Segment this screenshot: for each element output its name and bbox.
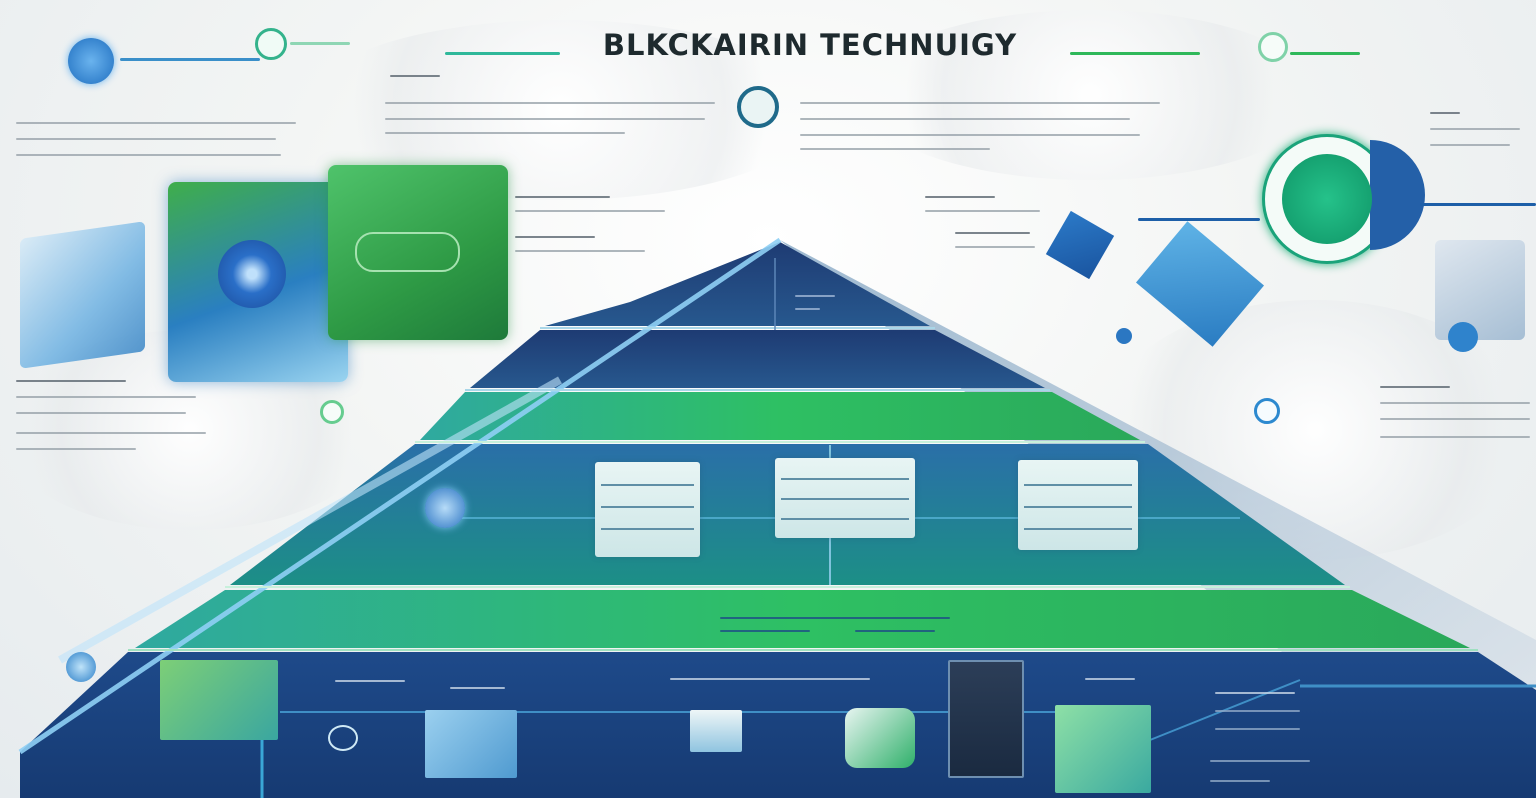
pyramid-edge <box>18 237 782 755</box>
text-line <box>925 196 995 198</box>
text-line <box>515 250 645 252</box>
block-panel <box>1055 705 1151 793</box>
text-line <box>1215 710 1300 712</box>
block-panel <box>425 710 517 778</box>
link-node-icon <box>1254 398 1280 424</box>
text-line <box>16 432 206 434</box>
connector-line <box>1290 52 1360 55</box>
text-line <box>16 122 296 124</box>
text-line <box>800 118 1130 120</box>
panel-row <box>1024 528 1132 530</box>
text-line <box>16 412 186 414</box>
block-panel <box>775 458 915 538</box>
link-node-icon <box>1258 32 1288 62</box>
panel-row <box>1024 484 1132 486</box>
text-line <box>720 630 810 632</box>
text-line <box>385 132 625 134</box>
text-line <box>955 246 1035 248</box>
hexagon-node-icon <box>68 38 114 84</box>
text-line <box>1215 728 1300 730</box>
connector-line <box>1138 218 1260 221</box>
pyramid-tier-1 <box>545 242 930 326</box>
text-line <box>16 396 196 398</box>
hexagon-node-icon <box>66 652 96 682</box>
text-line <box>1380 386 1450 388</box>
text-line <box>1085 678 1135 680</box>
link-node-icon <box>1448 322 1478 352</box>
connector-line <box>445 52 560 55</box>
text-line <box>955 232 1030 234</box>
pyramid-tier-6 <box>20 652 1536 798</box>
pyramid-tier-5 <box>135 590 1470 648</box>
text-line <box>515 196 610 198</box>
link-node-icon <box>1116 328 1132 344</box>
text-line <box>720 617 950 619</box>
text-line <box>795 308 820 310</box>
block-panel <box>1018 460 1138 550</box>
panel-row <box>781 498 909 500</box>
link-node-icon <box>255 28 287 60</box>
text-line <box>1430 128 1520 130</box>
text-line <box>515 236 595 238</box>
chain-ring-icon <box>737 86 779 128</box>
text-line <box>16 154 281 156</box>
panel-row <box>1024 506 1132 508</box>
text-line <box>1215 692 1295 694</box>
text-line <box>1380 402 1530 404</box>
hexagon-node-icon <box>425 488 465 528</box>
text-line <box>385 118 705 120</box>
text-line <box>855 630 935 632</box>
text-line <box>800 102 1160 104</box>
cube-icon <box>845 708 915 768</box>
text-line <box>1210 780 1270 782</box>
text-line <box>515 210 665 212</box>
document-icon <box>948 660 1024 778</box>
background-cloud <box>860 10 1320 180</box>
text-line <box>16 380 126 382</box>
text-line <box>800 134 1140 136</box>
text-line <box>385 102 715 104</box>
block-panel <box>160 660 278 740</box>
panel-row <box>781 478 909 480</box>
document-icon <box>690 710 742 752</box>
text-line <box>16 448 136 450</box>
text-line <box>1380 436 1530 438</box>
panel-row <box>781 518 909 520</box>
pyramid-tier-2 <box>470 330 1045 388</box>
panel-row <box>601 506 694 508</box>
text-line <box>1430 144 1510 146</box>
text-line <box>450 687 505 689</box>
text-line <box>1430 112 1460 114</box>
connector-line <box>1420 203 1536 206</box>
link-node-icon <box>328 725 358 751</box>
panel-row <box>601 484 694 486</box>
text-line <box>16 138 276 140</box>
link-node-icon <box>320 400 344 424</box>
cube-icon <box>1435 240 1525 340</box>
connector-line <box>120 58 260 61</box>
pyramid-edge <box>58 376 562 664</box>
text-line <box>670 678 870 680</box>
text-line <box>1380 418 1530 420</box>
cube-icon <box>328 165 508 340</box>
hexagon-node-icon <box>218 240 286 308</box>
connector-line <box>1070 52 1200 55</box>
chain-ring-icon <box>355 232 460 272</box>
block-panel <box>595 462 700 557</box>
text-line <box>335 680 405 682</box>
text-line <box>925 210 1040 212</box>
text-line <box>795 295 835 297</box>
diagram-title: BLKCKAIRIN TECHNUIGY <box>602 28 1018 62</box>
text-line <box>800 148 990 150</box>
text-line <box>1210 760 1310 762</box>
text-line <box>390 75 440 77</box>
panel-row <box>601 528 694 530</box>
connector-line <box>290 42 350 45</box>
pyramid-tier-3 <box>420 392 1140 440</box>
chain-ring-icon <box>1282 154 1372 244</box>
